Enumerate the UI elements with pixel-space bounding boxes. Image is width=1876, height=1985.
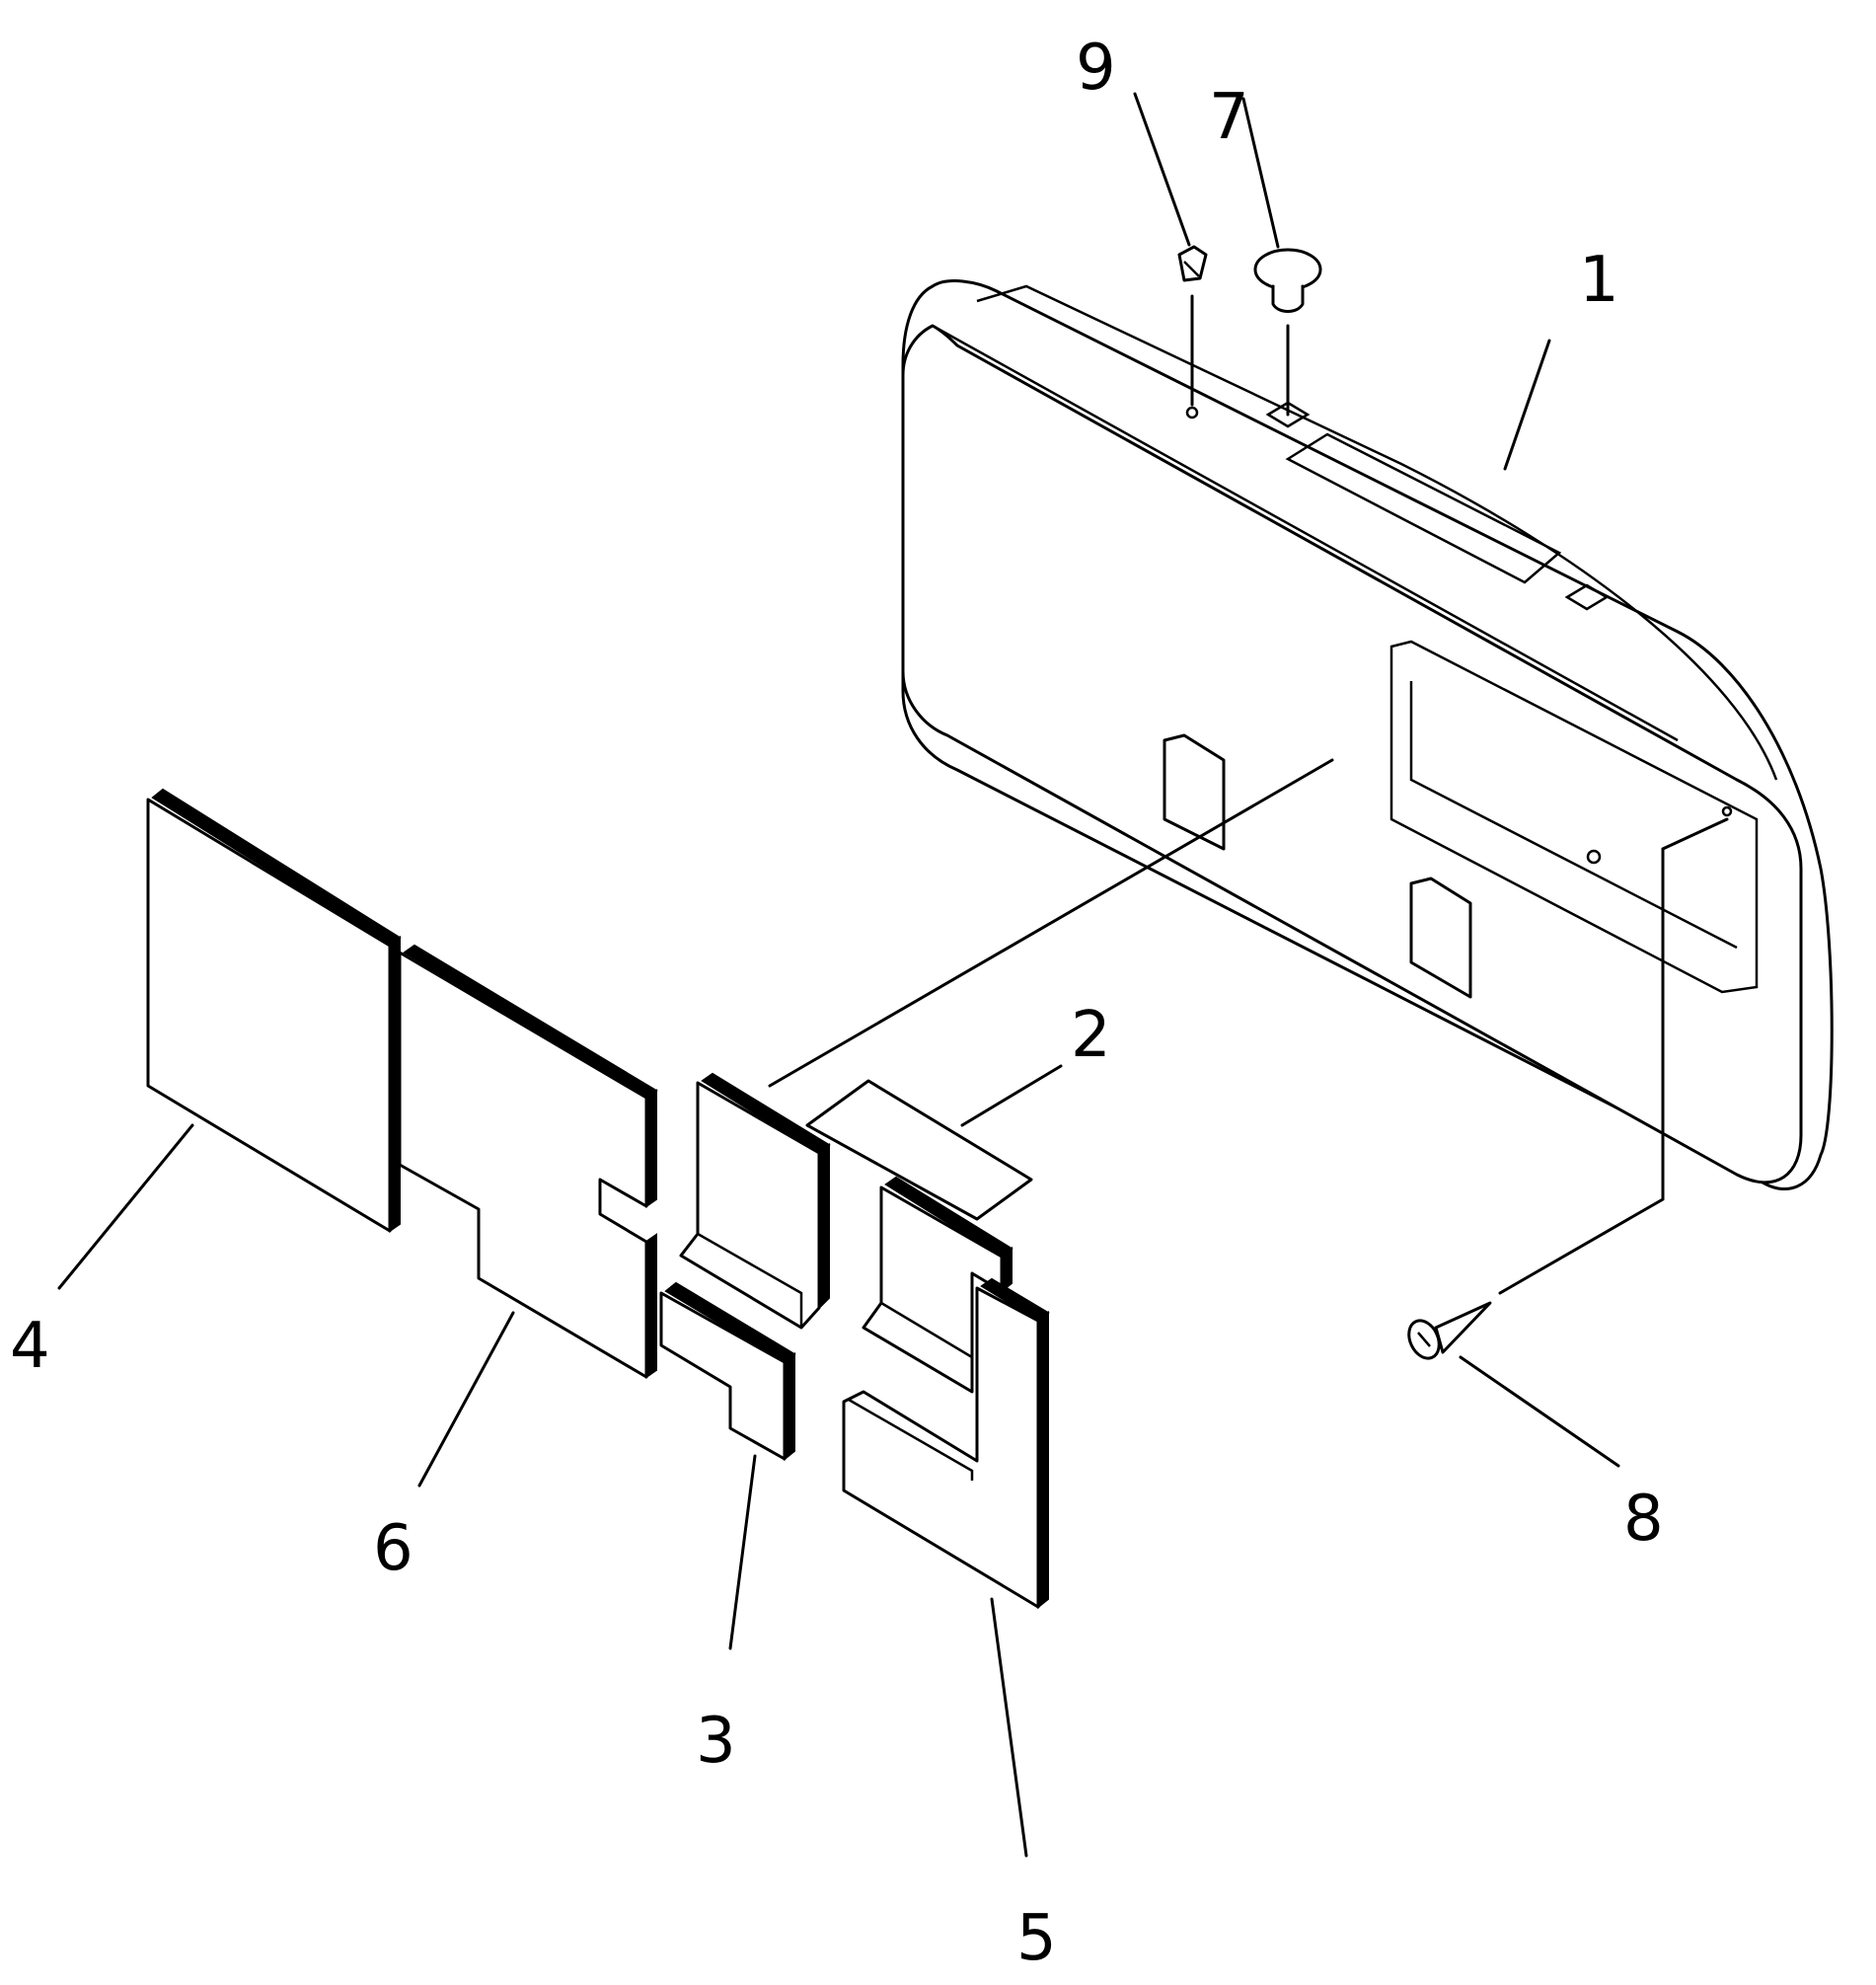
- part-7-plug: [1253, 248, 1322, 417]
- callout-8: 8: [1623, 1483, 1664, 1556]
- part-2-sheet: [805, 1079, 1033, 1221]
- part-9-cap: [1177, 245, 1208, 420]
- callout-5: 5: [1016, 1902, 1057, 1975]
- part-1-housing: [901, 279, 1834, 1191]
- callout-leaders: [57, 92, 1620, 1858]
- part-5-pad: [842, 1277, 1050, 1610]
- bracket-upper-left: [679, 1072, 831, 1330]
- part-4-pad: [146, 788, 402, 1233]
- bracket-upper-right: [862, 1176, 1013, 1394]
- part-6-pad: [398, 944, 658, 1379]
- callout-4: 4: [10, 1310, 50, 1383]
- callout-7: 7: [1209, 81, 1249, 154]
- part-8-screw: [1407, 1301, 1492, 1360]
- callout-2: 2: [1071, 999, 1111, 1072]
- callout-1: 1: [1579, 244, 1619, 317]
- callout-3: 3: [696, 1705, 736, 1778]
- callout-6: 6: [373, 1512, 413, 1585]
- callout-9: 9: [1076, 32, 1116, 105]
- part-3-piece: [659, 1281, 796, 1462]
- assembly-leaders: [768, 758, 1729, 1295]
